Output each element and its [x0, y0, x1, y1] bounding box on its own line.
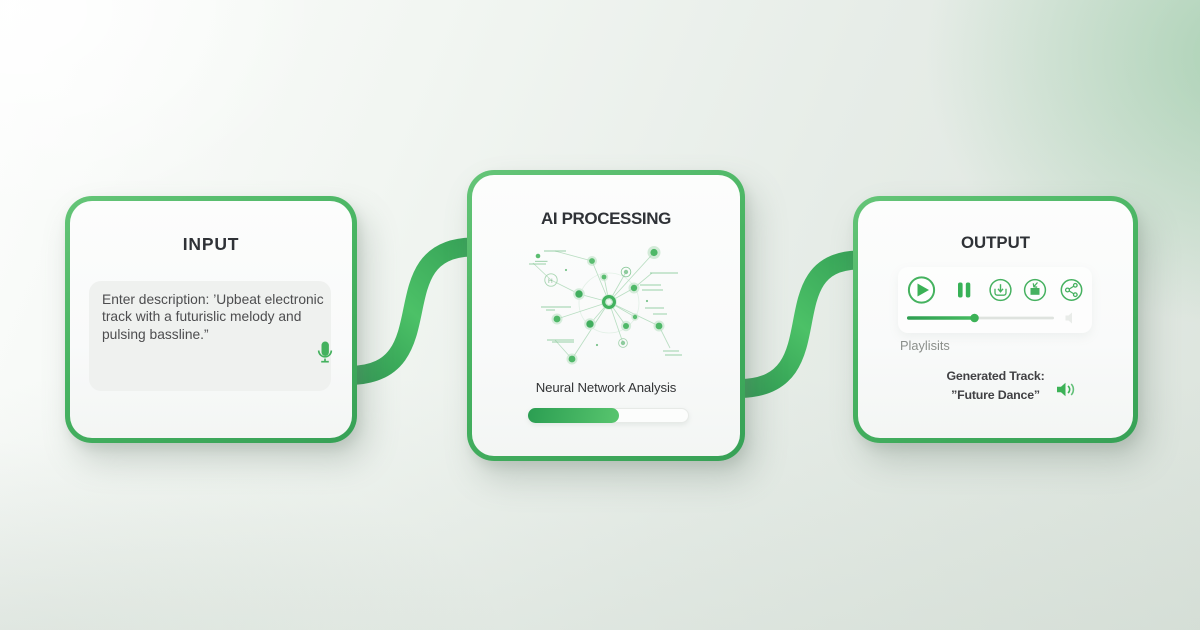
svg-text:H: H: [548, 278, 553, 285]
